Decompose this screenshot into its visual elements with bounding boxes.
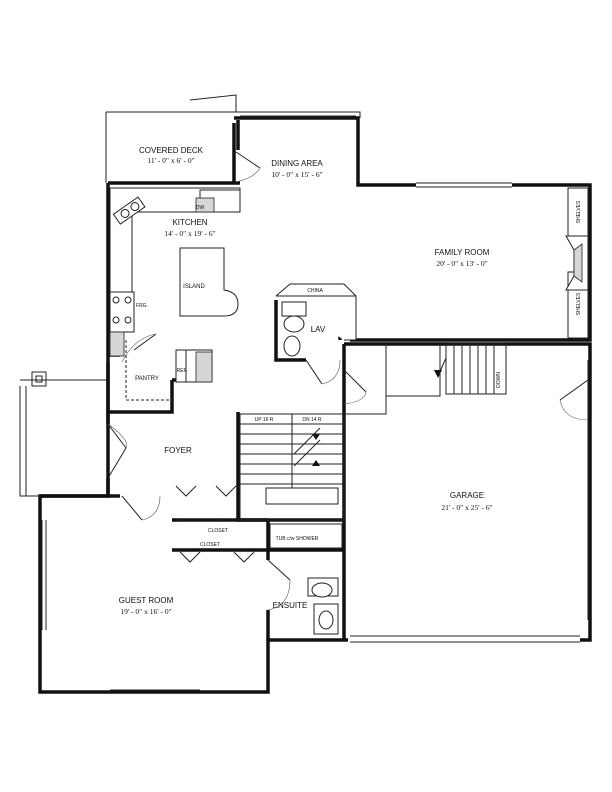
- kitchen-dims: 14' - 0" x 19' - 6": [164, 229, 215, 238]
- frg-label: FRG.: [136, 303, 148, 309]
- covered-deck-name: COVERED DECK: [139, 146, 204, 155]
- stair-up-label: UP 16 R: [255, 417, 274, 423]
- china-label: CHINA: [307, 288, 323, 294]
- ref-label: REF.: [177, 368, 188, 374]
- closet-upper-label: CLOSET: [208, 528, 228, 534]
- closet-lower-label: CLOSET: [200, 542, 220, 548]
- island-label: ISLAND: [183, 284, 205, 290]
- guest-room-name: GUEST ROOM: [119, 596, 174, 605]
- foyer-name: FOYER: [164, 446, 192, 455]
- ensuite-name: ENSUITE: [273, 601, 308, 610]
- family-shelves: [565, 187, 589, 339]
- down-label: DOWN: [496, 372, 502, 388]
- pantry-name: PANTRY: [135, 376, 159, 382]
- shelves-top-label: SHELVES: [576, 200, 582, 223]
- family-room-dims: 20' - 0" x 13' - 0": [436, 259, 487, 268]
- kitchen-fixtures: [109, 187, 241, 383]
- china-cabinet: [275, 283, 357, 341]
- stair-down-label: DN 14 R: [302, 417, 322, 423]
- dw-label: DW: [196, 205, 205, 211]
- covered-deck-dims: 11' - 0" x 6' - 0": [147, 156, 194, 165]
- lav-name: LAV: [311, 325, 326, 334]
- tub-shower-label: TUB c/w SHOWER: [276, 536, 319, 542]
- main-stairs: [239, 413, 345, 521]
- front-porch: [19, 371, 108, 497]
- garage-dims: 21' - 0" x 25' - 6": [441, 503, 492, 512]
- dining-area-dims: 10' - 0" x 15' - 6": [271, 170, 322, 179]
- family-room-name: FAMILY ROOM: [435, 248, 490, 257]
- kitchen-name: KITCHEN: [172, 218, 207, 227]
- dashed-lines: [125, 340, 268, 521]
- bath-fixtures: [269, 301, 343, 635]
- garage-name: GARAGE: [450, 491, 484, 500]
- dining-area-name: DINING AREA: [271, 159, 323, 168]
- windows: [41, 94, 589, 691]
- doors: [107, 151, 589, 611]
- shelves-bottom-label: SHELVES: [576, 292, 582, 315]
- garage-stairs: [344, 343, 507, 415]
- guest-room-dims: 19' - 0" x 16' - 0": [120, 607, 171, 616]
